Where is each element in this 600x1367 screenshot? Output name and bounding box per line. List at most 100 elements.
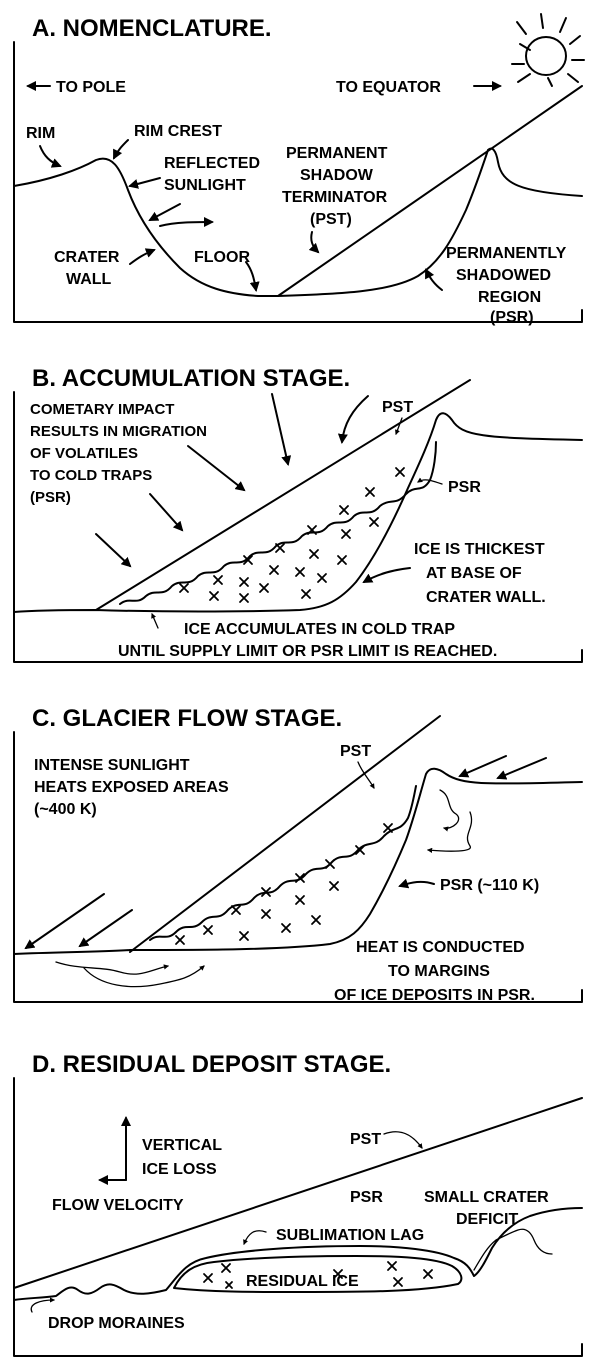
crater-profile-b bbox=[13, 412, 583, 613]
small-crater-bracket bbox=[473, 1228, 553, 1271]
impact-text-4: TO COLD TRAPS bbox=[30, 467, 152, 484]
residual-ice-marks bbox=[203, 1261, 433, 1289]
crater-profile-d bbox=[13, 1207, 583, 1301]
ice-thickest-2: AT BASE OF bbox=[426, 565, 522, 582]
heat-squiggle-1 bbox=[55, 961, 170, 975]
panel-c-title: C. GLACIER FLOW STAGE. bbox=[32, 705, 342, 732]
sunlight-arrow-3 bbox=[458, 755, 507, 778]
ice-surface-c bbox=[149, 785, 417, 941]
sunlight-arrow-4 bbox=[496, 757, 547, 780]
psr-label-c: PSR (~110 K) bbox=[440, 877, 539, 894]
pst-label-3: TERMINATOR bbox=[282, 189, 388, 206]
panel-a-title: A. NOMENCLATURE. bbox=[32, 15, 272, 42]
sunlight-text-3: (~400 K) bbox=[34, 801, 97, 818]
impact-arrow-3 bbox=[187, 445, 246, 492]
shadow-terminator-line-d bbox=[13, 1097, 583, 1289]
psr-label-2: SHADOWED bbox=[456, 267, 551, 284]
pst-label-4: (PST) bbox=[310, 211, 352, 228]
pst-arrow-b bbox=[395, 417, 403, 435]
psr-label-3: REGION bbox=[478, 289, 541, 306]
ice-crystal-marks-b bbox=[179, 467, 405, 603]
impact-text-1: COMETARY IMPACT bbox=[30, 401, 174, 418]
crater-wall-label-1: CRATER bbox=[54, 249, 120, 266]
crater-wall-arrow bbox=[129, 248, 156, 265]
shadow-terminator-line-c bbox=[129, 715, 441, 953]
heat-squiggle-4 bbox=[426, 811, 473, 853]
panel-c-frame bbox=[13, 731, 583, 1003]
sunlight-text-2: HEATS EXPOSED AREAS bbox=[34, 779, 229, 796]
psr-label-4: (PSR) bbox=[490, 309, 534, 326]
psr-label-b: PSR bbox=[448, 479, 481, 496]
to-equator-label: TO EQUATOR bbox=[336, 79, 441, 96]
impact-arrow-4 bbox=[149, 493, 184, 532]
panel-b-title: B. ACCUMULATION STAGE. bbox=[32, 365, 350, 392]
panel-b-frame bbox=[13, 391, 583, 663]
accumulates-text-1: ICE ACCUMULATES IN COLD TRAP bbox=[184, 621, 455, 638]
pst-label-2: SHADOW bbox=[300, 167, 374, 184]
heat-squiggle-3 bbox=[439, 789, 460, 832]
crater-profile-c bbox=[13, 767, 583, 955]
impact-text-5: (PSR) bbox=[30, 489, 71, 506]
moraines-label: DROP MORAINES bbox=[48, 1315, 185, 1332]
panel-d-title: D. RESIDUAL DEPOSIT STAGE. bbox=[32, 1051, 391, 1078]
panel-d-residual: D. RESIDUAL DEPOSIT STAGE. VERTICAL ICE … bbox=[13, 1051, 583, 1357]
sublimation-label: SUBLIMATION LAG bbox=[276, 1227, 424, 1244]
reflected-arrow-3 bbox=[159, 217, 214, 228]
impact-arrow-2 bbox=[337, 395, 369, 444]
heat-text-3: OF ICE DEPOSITS IN PSR. bbox=[334, 987, 535, 1004]
reflected-label-2: SUNLIGHT bbox=[164, 177, 246, 194]
shadow-terminator-line-a bbox=[277, 85, 583, 297]
pst-arrow-c bbox=[357, 761, 375, 789]
psr-label-1: PERMANENTLY bbox=[446, 245, 567, 262]
impact-text-3: OF VOLATILES bbox=[30, 445, 138, 462]
ice-surface-b bbox=[119, 441, 437, 605]
panel-b-accumulation: B. ACCUMULATION STAGE. bbox=[13, 365, 583, 663]
crater-profile-a bbox=[13, 147, 583, 297]
panel-d-frame bbox=[13, 1077, 583, 1357]
psr-arrow-c bbox=[398, 878, 435, 889]
moraines-arrow bbox=[30, 1297, 56, 1313]
residual-ice-outline bbox=[173, 1255, 463, 1293]
flow-velocity-label: FLOW VELOCITY bbox=[52, 1197, 184, 1214]
panel-a-nomenclature: A. NOMENCLATURE. TO POLE TO EQUATOR RIM … bbox=[13, 13, 585, 326]
accumulates-text-2: UNTIL SUPPLY LIMIT OR PSR LIMIT IS REACH… bbox=[118, 643, 497, 660]
to-pole-label: TO POLE bbox=[56, 79, 126, 96]
vertical-text-2: ICE LOSS bbox=[142, 1161, 217, 1178]
heat-text-1: HEAT IS CONDUCTED bbox=[356, 939, 525, 956]
impact-arrow-5 bbox=[95, 533, 132, 568]
psr-arrow-b bbox=[417, 477, 443, 485]
residual-label: RESIDUAL ICE bbox=[246, 1273, 359, 1290]
pst-label-b: PST bbox=[382, 399, 413, 416]
impact-arrow-1 bbox=[271, 393, 292, 466]
ice-crystal-marks-c bbox=[175, 823, 393, 945]
crater-wall-label-2: WALL bbox=[66, 271, 112, 288]
pst-arrow-a bbox=[308, 231, 320, 254]
ice-thickest-3: CRATER WALL. bbox=[426, 589, 546, 606]
rim-label: RIM bbox=[26, 125, 55, 142]
sublimation-arrow bbox=[243, 1230, 267, 1245]
small-crater-text-2: DEFICIT bbox=[456, 1211, 518, 1228]
rim-crest-arrow bbox=[113, 139, 129, 160]
heat-squiggle-2 bbox=[83, 965, 205, 988]
psr-label-d: PSR bbox=[350, 1189, 383, 1206]
ice-thickest-1: ICE IS THICKEST bbox=[414, 541, 545, 558]
floor-arrow bbox=[245, 261, 260, 292]
pst-label-c: PST bbox=[340, 743, 371, 760]
rim-crest-label: RIM CREST bbox=[134, 123, 222, 140]
pst-label-d: PST bbox=[350, 1131, 381, 1148]
sunlight-arrow-1 bbox=[24, 893, 105, 950]
psr-arrow-a bbox=[425, 268, 443, 291]
shadow-terminator-line-b bbox=[95, 379, 471, 611]
sunlight-arrow-2 bbox=[78, 909, 133, 948]
heat-text-2: TO MARGINS bbox=[388, 963, 490, 980]
rim-arrow bbox=[39, 145, 62, 168]
panel-a-frame bbox=[13, 41, 583, 323]
floor-label: FLOOR bbox=[194, 249, 250, 266]
impact-text-2: RESULTS IN MIGRATION bbox=[30, 423, 207, 440]
vertical-text-1: VERTICAL bbox=[142, 1137, 222, 1154]
ice-thickest-arrow bbox=[362, 567, 411, 583]
sun-icon bbox=[511, 13, 585, 87]
small-crater-text-1: SMALL CRATER bbox=[424, 1189, 549, 1206]
panel-c-glacier-flow: C. GLACIER FLOW STAGE. bbox=[13, 705, 583, 1004]
